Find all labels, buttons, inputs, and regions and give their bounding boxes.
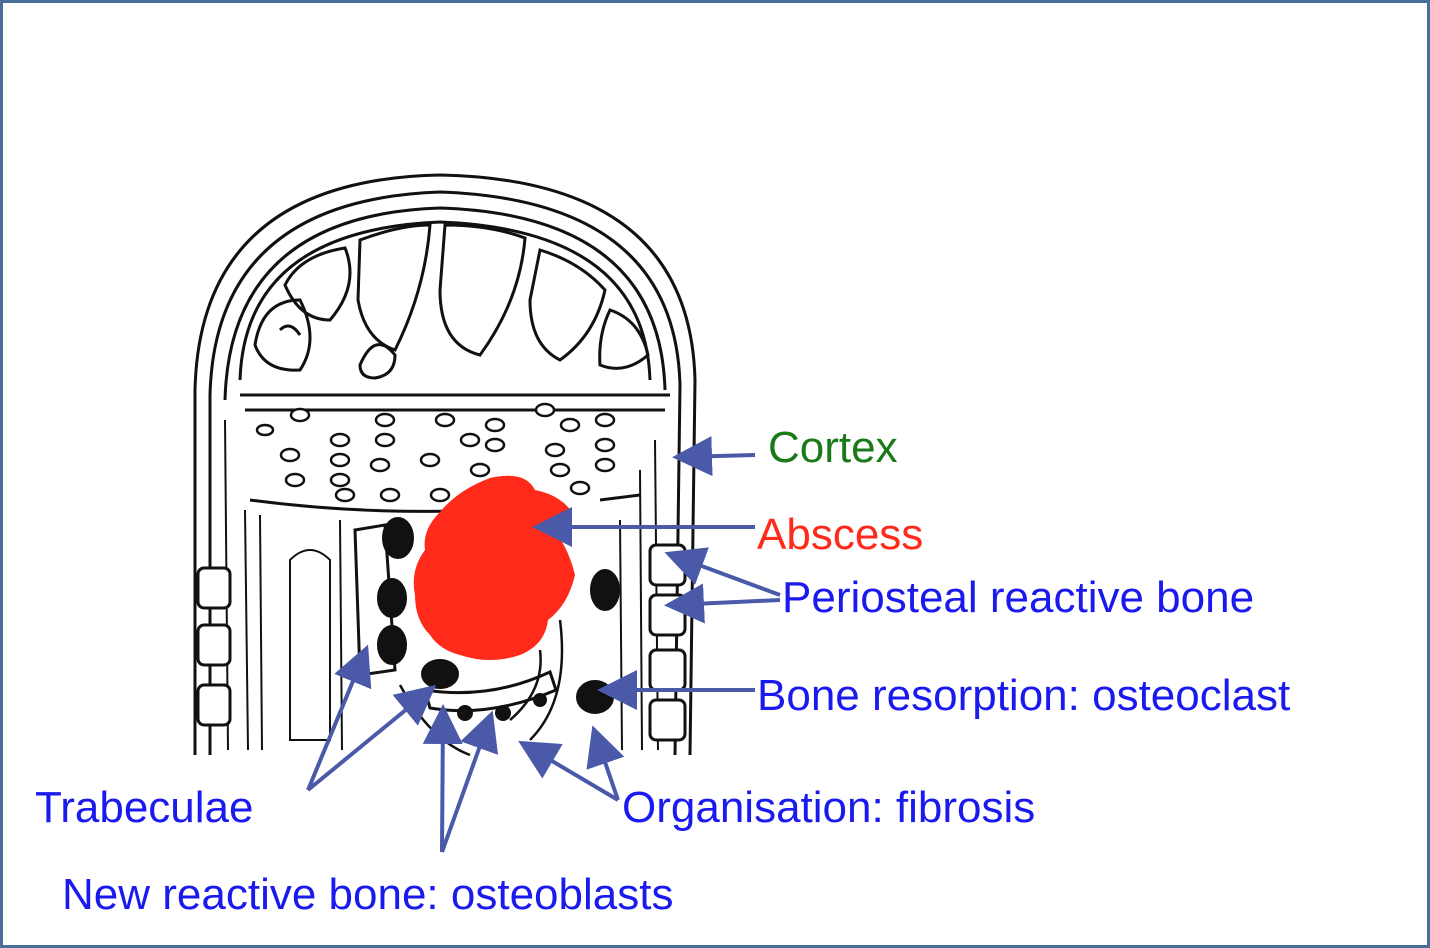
new-bone-arrow-2 — [442, 718, 490, 852]
trabeculae-label: Trabeculae — [35, 786, 254, 830]
trabeculae-arrow-1 — [308, 652, 365, 790]
new-bone-label: New reactive bone: osteoblasts — [62, 873, 673, 917]
organisation-label: Organisation: fibrosis — [622, 786, 1035, 830]
resorption-label: Bone resorption: osteoclast — [757, 674, 1290, 718]
periosteal-arrow-1 — [672, 555, 780, 595]
abscess-label: Abscess — [757, 513, 923, 557]
abscess-shape — [414, 476, 575, 660]
periosteal-arrow-2 — [672, 600, 780, 605]
periosteal-label: Periosteal reactive bone — [782, 576, 1254, 620]
osteocytes — [257, 404, 614, 501]
new-bone-arrow-1 — [442, 712, 443, 852]
cortex-label: Cortex — [768, 426, 898, 470]
cortex-arrow — [680, 455, 755, 457]
trabecular-spaces — [255, 225, 648, 378]
